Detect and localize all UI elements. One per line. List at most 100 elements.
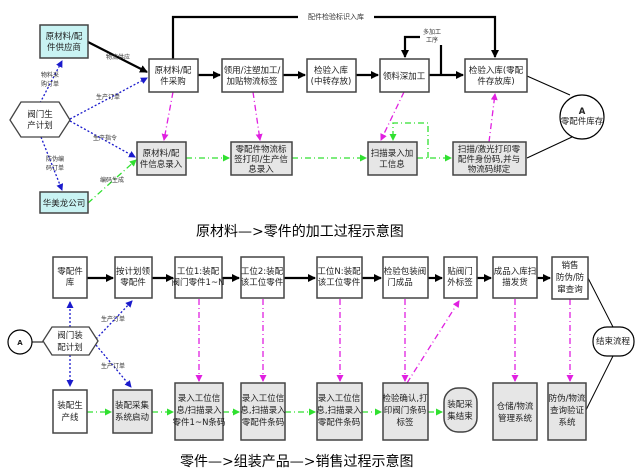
node-scan-input[interactable]: 扫描录入加 工信息 [367, 141, 418, 176]
node-huameilong[interactable]: 华美龙公司 [39, 191, 89, 214]
edge-label: 生产订单 [101, 362, 125, 370]
node-text: 扫描录入加 [371, 148, 414, 159]
arrow [380, 91, 405, 141]
node-station-n[interactable]: 工位N:装配 该工位零件 [316, 256, 363, 299]
node-text: 件供应商 [47, 42, 81, 53]
node-text: 零配件条码 [318, 417, 361, 428]
node-text: 录入工位信 [178, 393, 221, 404]
node-text: 原材料/配 [155, 65, 192, 76]
node-end[interactable]: 结束流程 [592, 326, 635, 357]
node-supplier[interactable]: 原材料/配 件供应商 [39, 24, 89, 59]
node-text: 扫描/激光打印零 [458, 144, 521, 155]
arrow-prod-order [69, 77, 148, 120]
node-record-n[interactable]: 录入工位信 息,扫描录入 零配件条码 [316, 382, 363, 441]
arrow-multi-process [401, 35, 420, 58]
node-text: 工位1:装配 [177, 266, 220, 277]
edge-label: 编码生成 [100, 176, 124, 184]
node-station-2[interactable]: 工位2:装配 该工位零件 [240, 256, 285, 299]
edge-label: 码订单 [46, 164, 64, 172]
caption-bottom: 零件—>组装产品—>销售过程示意图 [180, 453, 413, 470]
node-sale[interactable]: 销售 防伪/防 窜查询 [551, 256, 589, 300]
top-diagram: 配件检验标识入库 多加工 工序 物流供应 物料采 购订单 生产订单 生产指令 防… [9, 12, 605, 240]
edge-label: 物料采 [41, 71, 59, 79]
node-text: 领料深加工 [383, 71, 426, 82]
arrow [161, 91, 174, 141]
node-purchase[interactable]: 原材料/配 件采购 [148, 58, 199, 93]
arrow [488, 93, 498, 143]
node-laser-print[interactable]: 扫描/激光打印零 配件身份码,并与 物流码绑定 [452, 141, 527, 176]
node-pack[interactable]: 检验包装阀 门成品 [382, 256, 429, 299]
node-parts-stock[interactable]: A 零配件库存 [559, 94, 605, 140]
node-text: 华美龙公司 [43, 198, 86, 209]
node-verify[interactable]: 防伪/物流 查询验证 系统 [547, 382, 587, 441]
node-text: 息/扫描录入 [176, 405, 222, 416]
edge-label: 多加工 [423, 28, 441, 36]
node-text: 描发货 [502, 277, 528, 288]
node-text: 零配件 [57, 266, 83, 277]
node-inspect-transfer[interactable]: 检验入库 (中转存放) [306, 58, 357, 93]
node-text: 原材料/配 [143, 148, 180, 159]
node-text: 工位N:装配 [317, 266, 361, 277]
node-text: 外标签 [447, 277, 473, 288]
node-text: 加贴物流标签 [226, 76, 278, 87]
node-take-parts[interactable]: 按计划领 零配件 [114, 256, 153, 299]
node-text: 按计划领 [116, 266, 151, 277]
edge-label-top: 配件检验标识入库 [308, 12, 364, 21]
arrow-anti-order [40, 136, 64, 191]
node-system-start[interactable]: 装配采集 系统启动 [112, 389, 153, 434]
node-text: 该工位零件 [318, 277, 361, 288]
node-outer-label[interactable]: 贴阀门 外标签 [443, 256, 478, 299]
node-text: 装配采集 [115, 400, 150, 411]
node-text: 检验包装阀 [384, 266, 427, 277]
node-assembly-plan[interactable]: 阀门装 配计划 [42, 326, 99, 356]
node-text: 领用/注塑加工/ [224, 65, 281, 76]
node-text: 零配件库存 [561, 116, 604, 127]
node-collect-end[interactable]: 装配采 集结束 [443, 387, 478, 433]
node-text: 零件1~N条码 [173, 417, 226, 428]
node-parts-store[interactable]: 零配件 库 [52, 256, 88, 299]
node-text: 息,扫描录入 [240, 405, 286, 416]
node-text: 物流码绑定 [468, 164, 511, 175]
arrow-loop [389, 122, 429, 158]
node-text: 装配采 [447, 399, 473, 410]
caption-top: 原材料—>零件的加工过程示意图 [196, 223, 404, 240]
node-production-plan[interactable]: 阀门生 产计划 [9, 101, 71, 138]
node-deep-process[interactable]: 领料深加工 [379, 58, 430, 93]
node-text: 成品入库扫 [494, 266, 537, 277]
node-process[interactable]: 领用/注塑加工/ 加贴物流标签 [221, 58, 284, 93]
node-inspect-store[interactable]: 检验入库(零配 件存放库) [464, 58, 528, 93]
node-text: 产计划 [27, 120, 53, 131]
node-text: 贴阀门 [447, 266, 473, 277]
connector-stock [526, 75, 573, 159]
node-record-2[interactable]: 录入工位信 息,扫描录入 零配件条码 [240, 382, 286, 441]
node-a[interactable]: A [7, 329, 33, 355]
node-station-1[interactable]: 工位1:装配 阀门零件1~N [172, 256, 225, 299]
node-info-input[interactable]: 原材料/配 件信息录入 [136, 141, 187, 176]
node-text: 零配件 [120, 277, 146, 288]
node-text: 印阀门条码 [384, 405, 427, 416]
node-text: 检验入库(零配 [469, 65, 524, 76]
node-wms[interactable]: 仓储/物流 管理系统 [492, 382, 538, 441]
node-text: 录入工位信 [242, 393, 285, 404]
node-text: 查询验证 [550, 405, 585, 416]
node-text: 件采购 [160, 76, 186, 87]
node-ship[interactable]: 成品入库扫 描发货 [492, 256, 538, 299]
node-confirm[interactable]: 检验确认,打 印阀门条码 标签 [382, 382, 429, 441]
connector-end [585, 277, 614, 411]
node-text: 工位2:装配 [241, 266, 284, 277]
edge-label: 生产订单 [96, 93, 120, 101]
arrow-prod-cmd [69, 120, 136, 158]
node-text: 管理系统 [498, 413, 533, 424]
edge-label: 工序 [426, 36, 438, 44]
node-text: A [579, 107, 586, 117]
node-label-print[interactable]: 零配件物流标 签打印/生产信 息录入 [230, 141, 293, 176]
node-assembly-line[interactable]: 装配生 产线 [52, 389, 88, 434]
node-text: 结束流程 [596, 336, 631, 347]
node-text: 阀门装 [57, 330, 83, 341]
node-text: 窜查询 [557, 284, 583, 295]
node-record-1[interactable]: 录入工位信 息/扫描录入 零件1~N条码 [173, 382, 226, 441]
arrow-inspection-mark [171, 15, 499, 59]
node-text: 配件身份码,并与 [458, 154, 520, 165]
node-text: 仓储/物流 [497, 401, 534, 412]
